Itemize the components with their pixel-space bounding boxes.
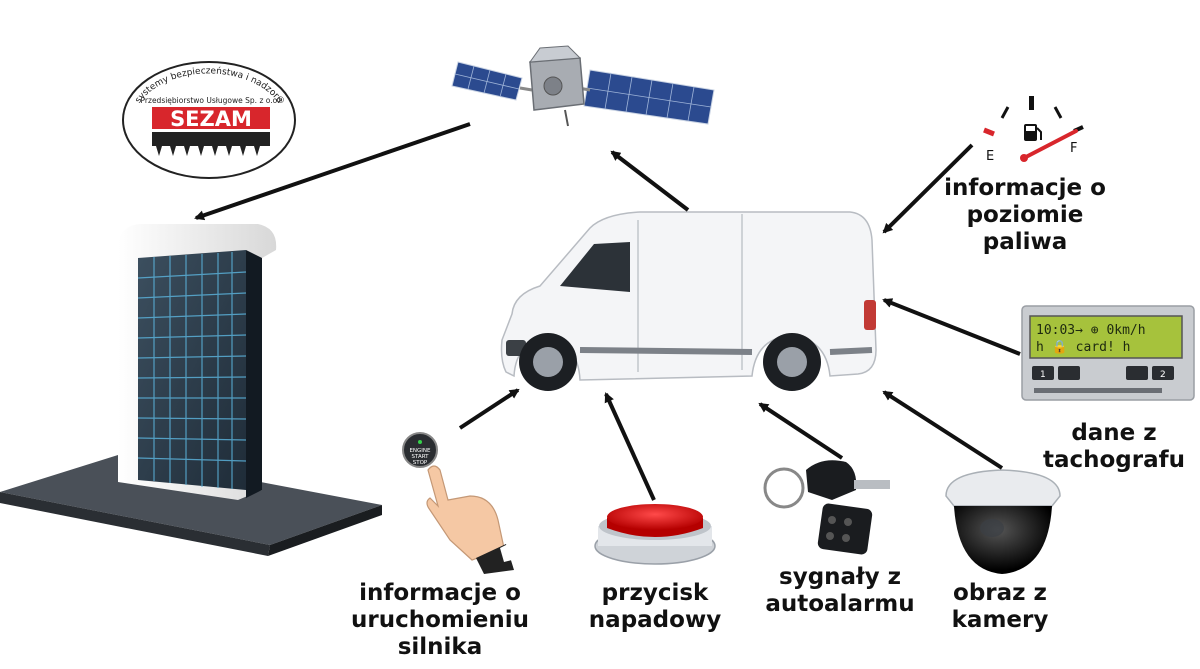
tachograph-device-icon: 10:03→ ⊕ 0km/h h 🔒 card! h 1 2 bbox=[1021, 305, 1195, 401]
engine-button-text1: ENGINE bbox=[409, 448, 431, 454]
arrow-tachograph-to-van bbox=[882, 298, 1021, 356]
tachograph-button-2: 2 bbox=[1160, 370, 1166, 380]
tachograph-button-1: 1 bbox=[1040, 370, 1046, 380]
arrow-camera-to-van bbox=[882, 390, 1004, 470]
arrow-engine-to-van bbox=[458, 388, 520, 430]
arrow-van-to-satellite bbox=[610, 150, 690, 212]
fuel-empty-label: E bbox=[986, 149, 994, 164]
logo-brand: SEZAM bbox=[170, 107, 252, 131]
engine-button-text3: STOP bbox=[413, 460, 428, 466]
engine-start-button-icon: ENGINE START STOP bbox=[402, 432, 514, 574]
dome-camera-icon bbox=[945, 469, 1061, 574]
arrow-fuel-to-van bbox=[882, 143, 974, 234]
headquarters-building-icon bbox=[0, 224, 382, 556]
van-icon bbox=[500, 211, 877, 391]
fuel-full-label: F bbox=[1070, 141, 1077, 156]
logo-company-text: Przedsiębiorstwo Usługowe Sp. z o.o. bbox=[141, 96, 280, 105]
engine-button-text2: START bbox=[412, 454, 430, 460]
tachograph-display-line1: 10:03→ ⊕ 0km/h bbox=[1036, 323, 1146, 338]
arrow-panic-to-van bbox=[604, 392, 656, 501]
arrow-satellite-to-building bbox=[194, 122, 471, 221]
tachograph-display-line2: h 🔒 card! h bbox=[1036, 340, 1130, 355]
fuel-gauge-icon: E F bbox=[983, 96, 1084, 164]
sezam-logo: systemy bezpieczeństwa i nadzoru Przedsi… bbox=[122, 61, 296, 179]
satellite-icon bbox=[451, 45, 715, 127]
car-key-fob-icon bbox=[763, 460, 890, 555]
data-flow-arrows bbox=[194, 122, 1021, 501]
logo-registered: ® bbox=[276, 96, 285, 106]
arrow-alarm-to-van bbox=[758, 402, 844, 460]
panic-button-icon bbox=[594, 504, 716, 565]
